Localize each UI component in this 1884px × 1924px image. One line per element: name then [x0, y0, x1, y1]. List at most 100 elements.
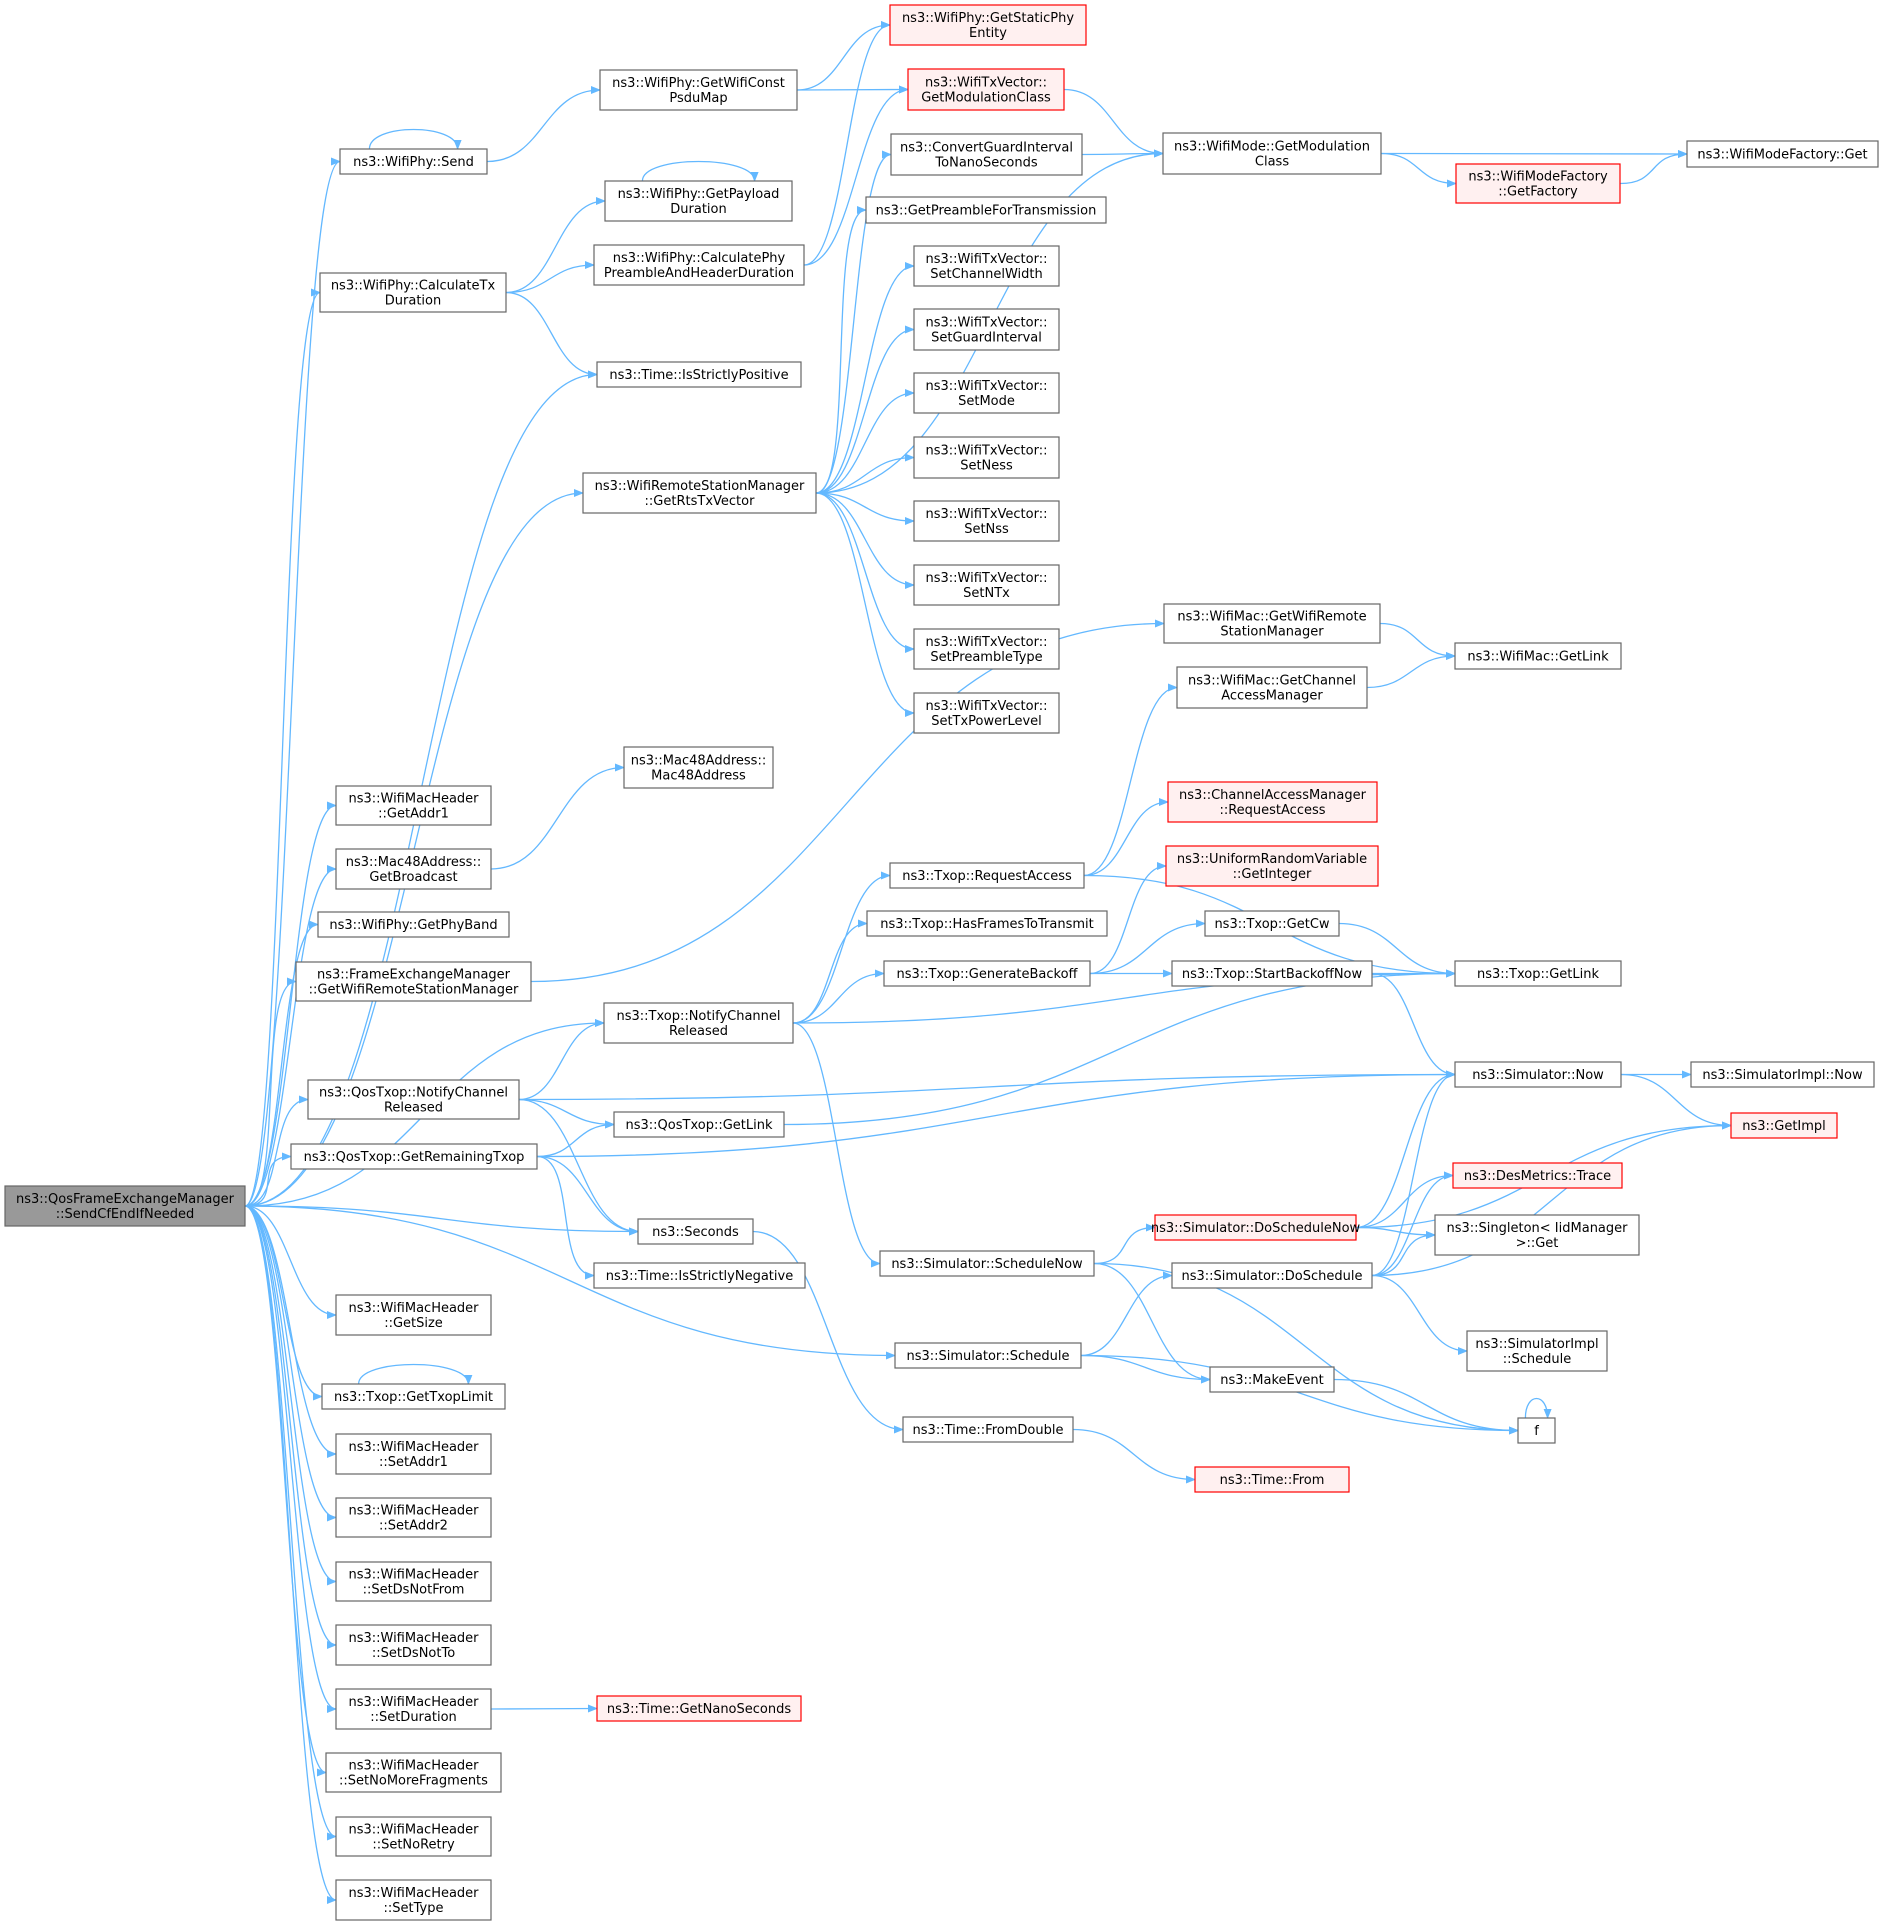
- node-box: [596, 1695, 802, 1722]
- node-n-txop-getlink[interactable]: ns3::Txop::GetLink: [1454, 960, 1622, 987]
- node-n-sim-doschednow[interactable]: ns3::Simulator::DoScheduleNow: [1151, 1214, 1361, 1241]
- node-n-fem-getwrsm[interactable]: ns3::FrameExchangeManager::GetWifiRemote…: [295, 961, 532, 1002]
- node-n-wm-getmodclass[interactable]: ns3::WifiMode::GetModulationClass: [1162, 132, 1382, 175]
- node-n-txop-getcw[interactable]: ns3::Txop::GetCw: [1204, 910, 1340, 937]
- node-n-getnanosec[interactable]: ns3::Time::GetNanoSeconds: [596, 1695, 802, 1722]
- node-n-txop-hasframes[interactable]: ns3::Txop::HasFramesToTransmit: [866, 910, 1108, 937]
- node-n-getimpl[interactable]: ns3::GetImpl: [1730, 1112, 1838, 1139]
- node-n-setduration[interactable]: ns3::WifiMacHeader::SetDuration: [335, 1688, 492, 1730]
- node-n-getsize[interactable]: ns3::WifiMacHeader::GetSize: [335, 1294, 492, 1336]
- node-label-line: ::GetWifiRemoteStationManager: [309, 983, 519, 998]
- node-n-txop-reqaccess[interactable]: ns3::Txop::RequestAccess: [889, 862, 1085, 889]
- edge-n-txop-ncr-to-n-sim-schednow: [792, 1022, 881, 1268]
- node-n-getphyband[interactable]: ns3::WifiPhy::GetPhyBand: [317, 911, 510, 938]
- node-n-qos-getrem[interactable]: ns3::QosTxop::GetRemainingTxop: [290, 1143, 538, 1170]
- node-n-qos-getlink[interactable]: ns3::QosTxop::GetLink: [613, 1111, 785, 1138]
- node-n-cam-reqaccess[interactable]: ns3::ChannelAccessManager::RequestAccess: [1167, 781, 1378, 823]
- node-label-line: Released: [384, 1101, 443, 1116]
- node-label-line: ns3::FrameExchangeManager: [317, 968, 511, 983]
- node-n-isstrictpos[interactable]: ns3::Time::IsStrictlyPositive: [596, 361, 802, 388]
- node-n-setmode[interactable]: ns3::WifiTxVector::SetMode: [913, 372, 1060, 414]
- node-label-line: ns3::Time::FromDouble: [913, 1423, 1064, 1438]
- node-n-setaddr1[interactable]: ns3::WifiMacHeader::SetAddr1: [335, 1433, 492, 1475]
- node-n-getpreamble[interactable]: ns3::GetPreambleForTransmission: [865, 196, 1107, 224]
- node-label-line: ns3::Txop::GetTxopLimit: [334, 1390, 493, 1405]
- node-n-isstrictneg[interactable]: ns3::Time::IsStrictlyNegative: [593, 1262, 806, 1289]
- node-n-calcphypre[interactable]: ns3::WifiPhy::CalculatePhyPreambleAndHea…: [593, 244, 805, 286]
- edge-n-getrts-to-n-setntx: [815, 492, 915, 589]
- node-n-singleton[interactable]: ns3::Singleton< IidManager>::Get: [1434, 1214, 1640, 1256]
- node-n-setdsnotto[interactable]: ns3::WifiMacHeader::SetDsNotTo: [335, 1624, 492, 1666]
- node-n-settype[interactable]: ns3::WifiMacHeader::SetType: [335, 1879, 492, 1921]
- node-n-sim-schednow[interactable]: ns3::Simulator::ScheduleNow: [879, 1250, 1095, 1277]
- node-label-line: ns3::Mac48Address::: [346, 855, 481, 870]
- node-n-simimpl-sched[interactable]: ns3::SimulatorImpl::Schedule: [1466, 1330, 1608, 1372]
- node-label-line: ns3::Simulator::DoSchedule: [1181, 1269, 1362, 1284]
- node-n-f[interactable]: f: [1517, 1417, 1556, 1444]
- node-n-setpreambletype[interactable]: ns3::WifiTxVector::SetPreambleType: [913, 628, 1060, 670]
- node-n-sim-dosched[interactable]: ns3::Simulator::DoSchedule: [1171, 1262, 1373, 1289]
- node-n-makeevent[interactable]: ns3::MakeEvent: [1209, 1366, 1335, 1393]
- node-n-setntx[interactable]: ns3::WifiTxVector::SetNTx: [913, 564, 1060, 606]
- node-n-getrts[interactable]: ns3::WifiRemoteStationManager::GetRtsTxV…: [582, 472, 817, 514]
- edge-n-txop-reqaccess-to-n-mac-getcam: [1083, 683, 1178, 877]
- node-n-getaddr1[interactable]: ns3::WifiMacHeader::GetAddr1: [335, 785, 492, 826]
- edge-n-getrts-to-n-settxpower: [815, 492, 915, 717]
- node-n-setnoretry[interactable]: ns3::WifiMacHeader::SetNoRetry: [335, 1816, 492, 1857]
- node-box: [1454, 1061, 1622, 1088]
- node-n-urv-getint[interactable]: ns3::UniformRandomVariable::GetInteger: [1165, 845, 1379, 887]
- node-n-seconds[interactable]: ns3::Seconds: [637, 1218, 754, 1245]
- edge-n-sim-dosched-to-n-sim-now: [1371, 1070, 1456, 1277]
- node-n-txop-startbackoff[interactable]: ns3::Txop::StartBackoffNow: [1171, 960, 1373, 987]
- edge-n-qos-getrem-to-n-isstrictneg: [536, 1155, 595, 1280]
- node-n-txop-genbackoff[interactable]: ns3::Txop::GenerateBackoff: [883, 960, 1091, 987]
- node-n-desmetrics[interactable]: ns3::DesMetrics::Trace: [1452, 1162, 1623, 1189]
- node-n-mac-getlink[interactable]: ns3::WifiMac::GetLink: [1454, 642, 1622, 670]
- edge-n-getmodclass-tx-to-n-wm-getmodclass: [1063, 88, 1164, 158]
- node-n-simschedule[interactable]: ns3::Simulator::Schedule: [894, 1342, 1082, 1369]
- node-n-sim-now[interactable]: ns3::Simulator::Now: [1454, 1061, 1622, 1088]
- node-n-wmf-getfactory[interactable]: ns3::WifiModeFactory::GetFactory: [1455, 163, 1621, 204]
- node-n-setnss[interactable]: ns3::WifiTxVector::SetNss: [913, 500, 1060, 542]
- node-n-setdsnotfrom[interactable]: ns3::WifiMacHeader::SetDsNotFrom: [335, 1561, 492, 1602]
- node-n-gettxoplimit[interactable]: ns3::Txop::GetTxopLimit: [321, 1383, 506, 1410]
- edge-n-getpayload-to-n-getpayload: [641, 160, 759, 182]
- node-n-fromdouble[interactable]: ns3::Time::FromDouble: [902, 1416, 1074, 1443]
- edge-root-to-n-setnoretry: [244, 1205, 337, 1841]
- node-n-setchwidth[interactable]: ns3::WifiTxVector::SetChannelWidth: [913, 245, 1060, 287]
- node-n-mac-getwrsm[interactable]: ns3::WifiMac::GetWifiRemoteStationManage…: [1163, 603, 1381, 644]
- node-box: [913, 245, 1060, 287]
- node-n-setgi[interactable]: ns3::WifiTxVector::SetGuardInterval: [913, 308, 1060, 351]
- edge-n-simschedule-to-n-makeevent: [1080, 1354, 1211, 1384]
- edge-n-mac-getwrsm-to-n-mac-getlink: [1379, 622, 1456, 660]
- node-n-timefrom[interactable]: ns3::Time::From: [1194, 1466, 1350, 1493]
- node-n-setness[interactable]: ns3::WifiTxVector::SetNess: [913, 436, 1060, 479]
- node-label-line: ns3::WifiMacHeader: [348, 1504, 479, 1519]
- edge-n-txop-genbackoff-to-n-txop-getcw: [1089, 919, 1206, 975]
- node-n-simimpl-now[interactable]: ns3::SimulatorImpl::Now: [1690, 1061, 1875, 1088]
- node-label-line: ns3::Time::GetNanoSeconds: [607, 1702, 792, 1717]
- node-label-line: ns3::WifiTxVector::: [925, 507, 1047, 522]
- node-box: [1162, 132, 1382, 175]
- edge-n-getbroadcast-to-n-mac48ctor: [490, 763, 625, 870]
- node-n-settxpower[interactable]: ns3::WifiTxVector::SetTxPowerLevel: [913, 692, 1060, 734]
- node-n-setnomorefrag[interactable]: ns3::WifiMacHeader::SetNoMoreFragments: [325, 1752, 502, 1793]
- node-n-wmf-get[interactable]: ns3::WifiModeFactory::Get: [1686, 140, 1879, 168]
- node-box: [889, 862, 1085, 889]
- node-root[interactable]: ns3::QosFrameExchangeManager::SendCfEndI…: [4, 1185, 246, 1227]
- node-n-send[interactable]: ns3::WifiPhy::Send: [339, 148, 488, 175]
- node-label-line: ns3::Time::IsStrictlyPositive: [609, 368, 788, 383]
- node-n-mac48ctor[interactable]: ns3::Mac48Address::Mac48Address: [623, 746, 774, 789]
- node-n-getbroadcast[interactable]: ns3::Mac48Address::GetBroadcast: [335, 848, 492, 890]
- node-box: [335, 1294, 492, 1336]
- node-n-setaddr2[interactable]: ns3::WifiMacHeader::SetAddr2: [335, 1497, 492, 1538]
- node-n-getmodclass-tx[interactable]: ns3::WifiTxVector::GetModulationClass: [907, 68, 1065, 111]
